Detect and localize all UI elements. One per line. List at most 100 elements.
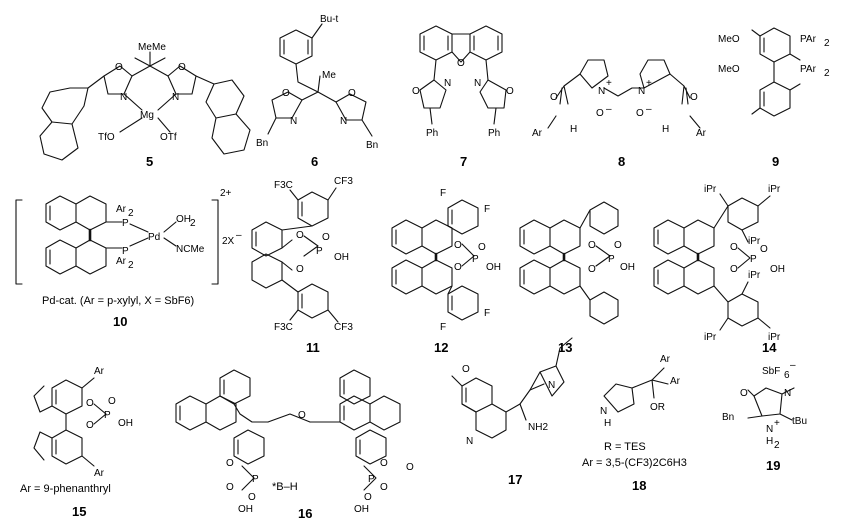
atom-label: iPr	[768, 332, 781, 343]
atom-label: P	[750, 254, 757, 265]
atom-label: 2+	[220, 188, 232, 199]
compound-9: MeO MeO PAr PAr 2 2 9	[718, 27, 830, 169]
atom-label: H	[604, 418, 611, 429]
atom-label: N	[120, 92, 127, 103]
atom-label: +	[646, 78, 652, 89]
compound-number: 19	[766, 458, 780, 473]
compound-number: 13	[558, 340, 572, 355]
compound-number: 7	[460, 154, 467, 169]
atom-label: O	[380, 482, 388, 493]
atom-label: OH	[486, 262, 501, 273]
compound-19: SbF 6 – O N N H 2 + Bn tBu 19	[722, 360, 807, 473]
atom-label: Ar	[670, 376, 681, 387]
compound-16: O O O O P P O O OH OH O O *B–H 16	[175, 369, 414, 521]
atom-label: Ar	[94, 366, 105, 377]
compound-number: 18	[632, 478, 646, 493]
catalyst-footnote: Pd-cat. (Ar = p-xylyl, X = SbF6)	[42, 295, 194, 307]
atom-label: P	[368, 474, 375, 485]
atom-label: –	[236, 230, 242, 241]
atom-label: O	[730, 264, 738, 275]
atom-label: Me	[152, 42, 166, 53]
atom-label: O	[462, 364, 470, 375]
atom-label: N	[766, 424, 773, 435]
atom-label: Ph	[426, 128, 438, 139]
atom-label: SbF	[762, 366, 780, 377]
atom-label: OH	[238, 504, 253, 515]
compound-6: Bu-t Me O O N N Bn Bn 6	[256, 14, 378, 169]
atom-label: F	[440, 188, 446, 199]
atom-label: O	[760, 244, 768, 255]
compound-number: 17	[508, 472, 522, 487]
atom-label: iPr	[768, 184, 781, 195]
atom-label: N	[290, 116, 297, 127]
atom-label: O	[730, 242, 738, 253]
atom-label: O	[380, 458, 388, 469]
atom-label: CF3	[334, 176, 353, 187]
atom-label: F	[440, 322, 446, 333]
atom-label: F3C	[274, 180, 293, 191]
atom-label: O	[322, 232, 330, 243]
atom-label: +	[774, 418, 780, 429]
atom-label: N	[784, 388, 791, 399]
atom-label: O	[282, 88, 290, 99]
compound-13: O O P O OH 13	[519, 201, 635, 355]
atom-label: OH	[354, 504, 369, 515]
atom-label: Ar	[696, 128, 707, 139]
atom-label: 2	[128, 260, 134, 271]
atom-label: NCMe	[176, 244, 205, 255]
atom-label: –	[790, 360, 796, 371]
atom-label: O	[740, 388, 748, 399]
compound-10: Ar 2 Ar 2 P P Pd OH 2 NCMe 2+ 2X – Pd-ca…	[15, 188, 242, 329]
atom-label: Bn	[256, 138, 268, 149]
atom-label: O	[454, 262, 462, 273]
atom-label: OH	[334, 252, 349, 263]
atom-label: O	[457, 58, 465, 69]
atom-label: N	[474, 78, 481, 89]
atom-label: O	[550, 92, 558, 103]
atom-label: O	[296, 230, 304, 241]
atom-label: O	[588, 264, 596, 275]
compound-17: O N N NH2 17	[451, 337, 573, 487]
atom-label: CF3	[334, 322, 353, 333]
atom-label: iPr	[704, 332, 717, 343]
atom-label: O	[588, 240, 596, 251]
atom-label: H	[570, 124, 577, 135]
atom-label: H	[766, 436, 773, 447]
compound-number: 14	[762, 340, 777, 355]
atom-label: iPr	[704, 184, 717, 195]
atom-label: P	[104, 410, 111, 421]
atom-label: O	[614, 240, 622, 251]
compound-18: N H Ar Ar OR R = TES Ar = 3,5-(CF3)2C6H3…	[582, 354, 687, 493]
atom-label: 6	[784, 370, 790, 381]
atom-label: OH	[770, 264, 785, 275]
footnote-16: *B–H	[272, 481, 298, 493]
atom-label: Me	[322, 70, 336, 81]
atom-label: 2	[190, 218, 196, 229]
atom-label: 2	[128, 208, 134, 219]
atom-label: O	[454, 240, 462, 251]
compound-number: 16	[298, 506, 312, 521]
atom-label: 2X	[222, 236, 235, 247]
atom-label: O	[364, 492, 372, 503]
atom-label: N	[600, 406, 607, 417]
atom-label: Ar	[660, 354, 671, 365]
atom-label: iPr	[748, 270, 761, 281]
atom-label: Bn	[366, 140, 378, 151]
atom-label: OTf	[160, 132, 177, 143]
compound-number: 15	[72, 504, 86, 519]
atom-label: N	[340, 116, 347, 127]
atom-label: Bu-t	[320, 14, 339, 25]
compound-number: 9	[772, 154, 779, 169]
atom-label: O	[86, 398, 94, 409]
atom-label: 2	[824, 38, 830, 49]
atom-label: O	[478, 242, 486, 253]
atom-label: PAr	[800, 34, 817, 45]
compound-number: 12	[434, 340, 448, 355]
compound-number: 5	[146, 154, 153, 169]
compound-number: 11	[306, 340, 320, 355]
compound-number: 6	[311, 154, 318, 169]
compound-8: O O N N H H Ar Ar + + O O – – 8	[532, 59, 707, 169]
atom-label: F	[484, 204, 490, 215]
compound-7: O O O N N Ph Ph 7	[412, 25, 514, 169]
